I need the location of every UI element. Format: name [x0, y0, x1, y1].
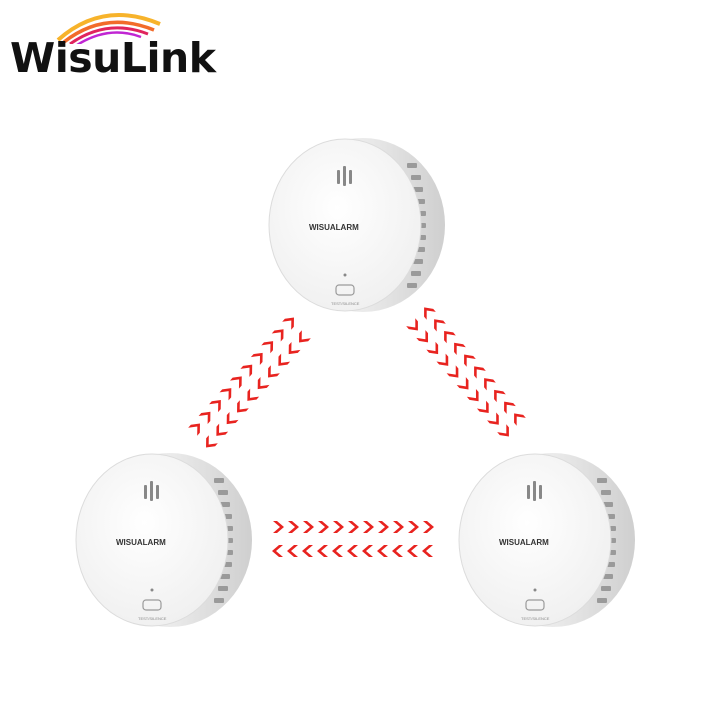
chevron-arrow-icon — [408, 521, 419, 533]
chevron-arrow-icon — [509, 409, 526, 426]
wisulink-logo: WisuLink — [8, 4, 228, 90]
chevron-arrow-icon — [378, 521, 389, 533]
chevron-arrow-icon — [348, 521, 359, 533]
chevron-arrow-icon — [317, 545, 328, 557]
chevron-arrow-icon — [439, 327, 456, 344]
chevron-arrow-icon — [392, 545, 403, 557]
chevron-arrow-icon — [287, 545, 298, 557]
chevron-arrow-icon — [188, 419, 205, 436]
arrows-top-left-link — [188, 313, 311, 452]
chevron-arrow-icon — [201, 435, 218, 452]
chevron-arrow-icon — [489, 385, 506, 403]
chevron-arrow-icon — [273, 353, 291, 370]
chevron-arrow-icon — [209, 395, 226, 413]
chevron-arrow-icon — [499, 397, 516, 414]
chevron-arrow-icon — [363, 521, 374, 533]
detector-test-label-left: TEST/SILENCE — [138, 616, 167, 621]
detector-test-label-top: TEST/SILENCE — [331, 301, 360, 306]
chevron-arrow-icon — [198, 407, 215, 424]
chevron-arrow-icon — [423, 521, 434, 533]
chevron-arrow-icon — [347, 545, 358, 557]
chevron-arrow-icon — [476, 400, 494, 417]
chevron-arrow-icon — [416, 330, 433, 347]
chevron-arrow-icon — [303, 521, 314, 533]
detector-brand-top: WISUALARM — [309, 223, 359, 232]
chevron-arrow-icon — [253, 376, 270, 394]
chevron-arrow-icon — [449, 338, 466, 356]
chevron-arrow-icon — [294, 330, 311, 347]
chevron-arrow-icon — [426, 341, 443, 359]
chevron-arrow-icon — [422, 545, 433, 557]
chevron-arrow-icon — [240, 360, 257, 377]
chevron-arrow-icon — [242, 388, 260, 405]
chevron-arrow-icon — [282, 313, 299, 330]
chevron-arrow-icon — [419, 303, 436, 320]
chevron-arrow-icon — [393, 521, 404, 533]
chevron-arrow-icon — [302, 545, 313, 557]
detector-brand-right: WISUALARM — [499, 538, 549, 547]
chevron-arrow-icon — [469, 362, 486, 379]
chevron-arrow-icon — [429, 315, 446, 332]
smoke-detector-left: WISUALARM TEST/SILENCE — [75, 452, 253, 628]
chevron-arrow-icon — [232, 400, 249, 417]
chevron-arrow-icon — [229, 372, 247, 389]
chevron-arrow-icon — [261, 337, 278, 354]
chevron-arrow-icon — [446, 365, 463, 382]
detector-brand-left: WISUALARM — [116, 538, 166, 547]
chevron-arrow-icon — [219, 384, 236, 401]
arrows-top-right-link — [406, 303, 526, 441]
chevron-arrow-icon — [273, 521, 284, 533]
arrow-row-down-right — [419, 303, 526, 426]
chevron-arrow-icon — [332, 545, 343, 557]
arrow-row-up — [188, 313, 299, 436]
smoke-detector-right: WISUALARM TEST/SILENCE — [458, 452, 636, 628]
chevron-arrow-icon — [333, 521, 344, 533]
chevron-arrow-icon — [456, 377, 474, 394]
arrow-row-left — [272, 545, 433, 557]
chevron-arrow-icon — [466, 388, 484, 406]
chevron-arrow-icon — [271, 325, 289, 342]
chevron-arrow-icon — [362, 545, 373, 557]
chevron-arrow-icon — [288, 521, 299, 533]
chevron-arrow-icon — [479, 374, 496, 391]
chevron-arrow-icon — [272, 545, 283, 557]
chevron-arrow-icon — [211, 423, 229, 440]
chevron-arrow-icon — [497, 424, 514, 441]
arrow-row-up-right — [406, 318, 514, 441]
chevron-arrow-icon — [263, 365, 280, 382]
chevron-arrow-icon — [250, 348, 268, 366]
arrows-bottom-link — [272, 521, 434, 557]
chevron-arrow-icon — [318, 521, 329, 533]
logo-text: WisuLink — [10, 34, 216, 82]
arrow-row-down — [201, 330, 311, 452]
logo-arc-icon — [56, 13, 161, 44]
smoke-detector-top: WISUALARM TEST/SILENCE — [268, 137, 446, 313]
chevron-arrow-icon — [377, 545, 388, 557]
chevron-arrow-icon — [436, 353, 453, 370]
chevron-arrow-icon — [284, 341, 301, 359]
detector-test-label-right: TEST/SILENCE — [521, 616, 550, 621]
arrow-row-right — [273, 521, 434, 533]
chevron-arrow-icon — [487, 412, 504, 429]
chevron-arrow-icon — [407, 545, 418, 557]
chevron-arrow-icon — [406, 318, 423, 335]
chevron-arrow-icon — [459, 350, 476, 367]
chevron-arrow-icon — [222, 411, 239, 429]
